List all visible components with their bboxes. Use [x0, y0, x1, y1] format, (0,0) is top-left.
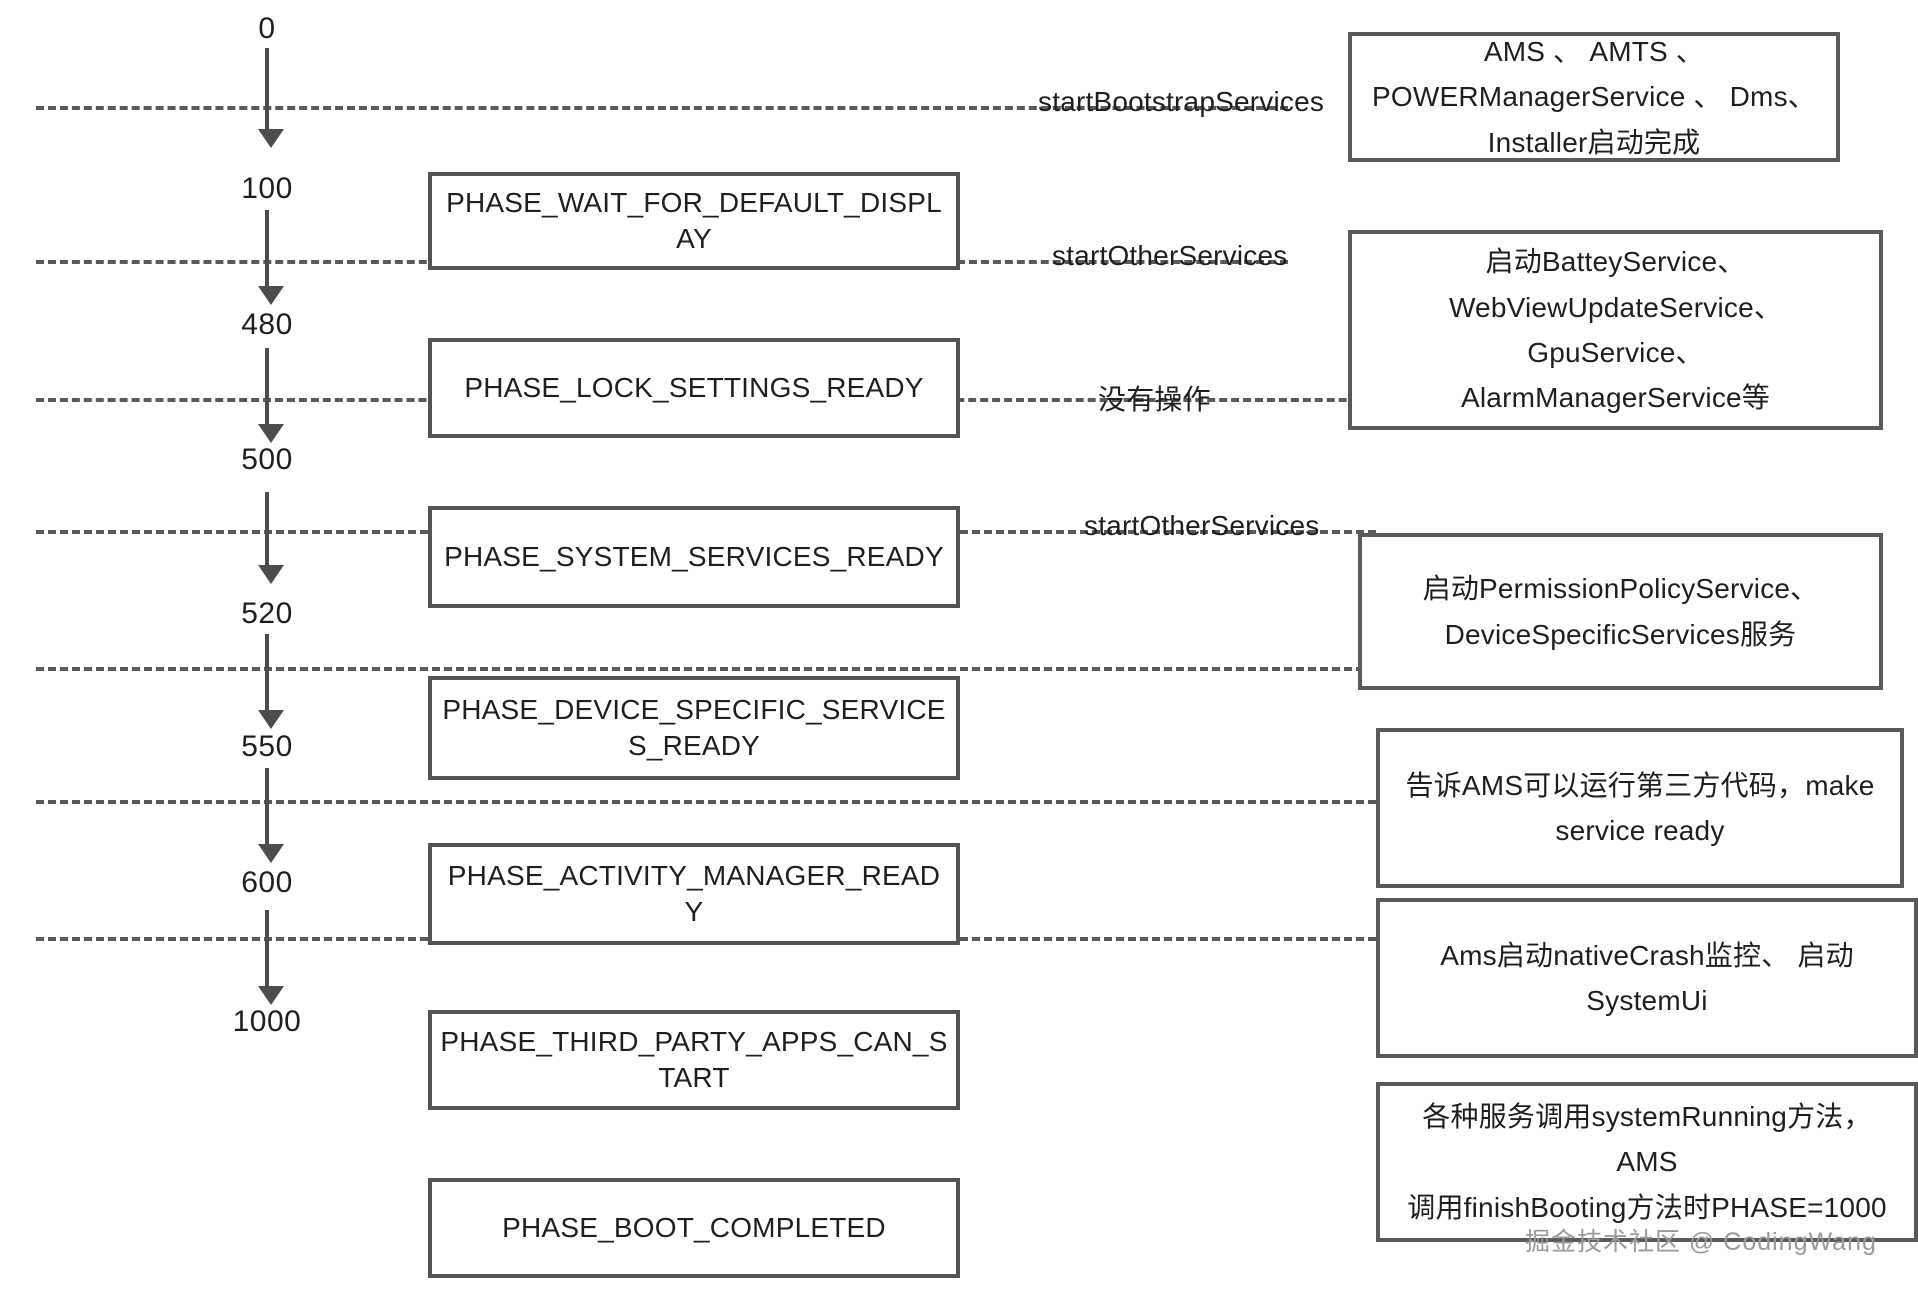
phase-box-system-services-ready[interactable]: PHASE_SYSTEM_SERVICES_READY [428, 506, 960, 608]
dashed-separator-4 [36, 667, 1376, 671]
phase-box-device-specific-services-ready[interactable]: PHASE_DEVICE_SPECIFIC_SERVICES_READY [428, 676, 960, 780]
timeline-arrow-4 [258, 634, 284, 729]
timeline-arrow-2 [258, 348, 284, 443]
note-line: WebViewUpdateService、 GpuService、 [1448, 291, 1783, 368]
timeline-arrow-5 [258, 768, 284, 863]
phase-box-activity-manager-ready[interactable]: PHASE_ACTIVITY_MANAGER_READY [428, 843, 960, 945]
note-text: Ams启动nativeCrash监控、 启动SystemUi [1394, 933, 1900, 1024]
phase-label: PHASE_SYSTEM_SERVICES_READY [444, 541, 944, 573]
tick-label-1000: 1000 [232, 1005, 302, 1038]
phase-label: PHASE_DEVICE_SPECIFIC_SERVICES_READY [442, 694, 946, 761]
note-line: 启动PermissionPolicyService、 [1422, 573, 1819, 605]
note-text: AMS 、 AMTS 、 POWERManagerService 、 Dms、 … [1372, 29, 1816, 165]
watermark: 掘金技术社区 @ CodingWang [1525, 1228, 1877, 1256]
note-line: 调用finishBooting方法时PHASE=1000 [1407, 1191, 1887, 1223]
note-line: service ready [1555, 815, 1725, 846]
tick-label-500: 500 [241, 443, 293, 476]
tick-label-480: 480 [241, 308, 293, 341]
phase-box-boot-completed[interactable]: PHASE_BOOT_COMPLETED [428, 1178, 960, 1278]
timeline-arrow-3 [258, 492, 284, 584]
phase-label: PHASE_THIRD_PARTY_APPS_CAN_START [440, 1026, 948, 1093]
note-box-other-services-2[interactable]: 启动PermissionPolicyService、 DeviceSpecifi… [1358, 533, 1883, 690]
note-box-make-service-ready[interactable]: 告诉AMS可以运行第三方代码，make service ready [1376, 728, 1904, 888]
note-line: 启动BatteyService、 [1485, 246, 1746, 278]
line-label-no-operation: 没有操作 [1098, 384, 1211, 415]
note-box-other-services-1[interactable]: 启动BatteyService、 WebViewUpdateService、 G… [1348, 230, 1883, 430]
phase-label: PHASE_LOCK_SETTINGS_READY [464, 372, 924, 404]
timeline-arrow-1 [258, 210, 284, 305]
tick-label-520: 520 [241, 597, 293, 630]
note-box-system-running-finish-booting[interactable]: 各种服务调用systemRunning方法，AMS 调用finishBootin… [1376, 1082, 1918, 1242]
line-label-start-bootstrap-services: startBootstrapServices [1038, 86, 1325, 117]
phase-label: PHASE_ACTIVITY_MANAGER_READY [447, 860, 941, 927]
note-line: Installer启动完成 [1487, 126, 1701, 158]
tick-label-100: 100 [241, 172, 293, 205]
timeline-arrow-6 [258, 910, 284, 1005]
phase-box-wait-for-default-display[interactable]: PHASE_WAIT_FOR_DEFAULT_DISPLAY [428, 172, 960, 270]
tick-label-0: 0 [258, 12, 276, 45]
dashed-separator-5 [36, 800, 1376, 804]
note-line: Ams启动nativeCrash监控、 启动SystemUi [1440, 939, 1854, 1016]
phase-label: PHASE_WAIT_FOR_DEFAULT_DISPLAY [446, 187, 942, 254]
note-line: POWERManagerService 、 Dms、 [1372, 81, 1816, 113]
phase-label: PHASE_BOOT_COMPLETED [502, 1212, 886, 1244]
line-label-start-other-services-2: startOtherServices [1084, 510, 1320, 541]
note-text: 各种服务调用systemRunning方法，AMS 调用finishBootin… [1394, 1094, 1900, 1230]
note-text: 启动BatteyService、 WebViewUpdateService、 G… [1366, 239, 1865, 420]
dashed-separator-0 [36, 106, 1288, 110]
phase-box-third-party-apps-can-start[interactable]: PHASE_THIRD_PARTY_APPS_CAN_START [428, 1010, 960, 1110]
tick-label-600: 600 [241, 866, 293, 899]
line-label-start-other-services-1: startOtherServices [1052, 240, 1288, 271]
note-line: AlarmManagerService等 [1461, 382, 1770, 414]
note-line: AMS 、 AMTS 、 [1483, 35, 1705, 67]
note-line: DeviceSpecificServices服务 [1444, 618, 1797, 650]
note-text: 启动PermissionPolicyService、 DeviceSpecifi… [1423, 566, 1819, 657]
phase-box-lock-settings-ready[interactable]: PHASE_LOCK_SETTINGS_READY [428, 338, 960, 438]
tick-label-550: 550 [241, 730, 293, 763]
note-text: 告诉AMS可以运行第三方代码，make service ready [1406, 763, 1875, 854]
note-line: 告诉AMS可以运行第三方代码，make [1405, 769, 1875, 801]
timeline-arrow-0 [258, 48, 284, 148]
note-line: 各种服务调用systemRunning方法，AMS [1422, 1100, 1872, 1178]
note-box-native-crash-systemui[interactable]: Ams启动nativeCrash监控、 启动SystemUi [1376, 898, 1918, 1058]
note-box-bootstrap-services[interactable]: AMS 、 AMTS 、 POWERManagerService 、 Dms、 … [1348, 32, 1840, 162]
